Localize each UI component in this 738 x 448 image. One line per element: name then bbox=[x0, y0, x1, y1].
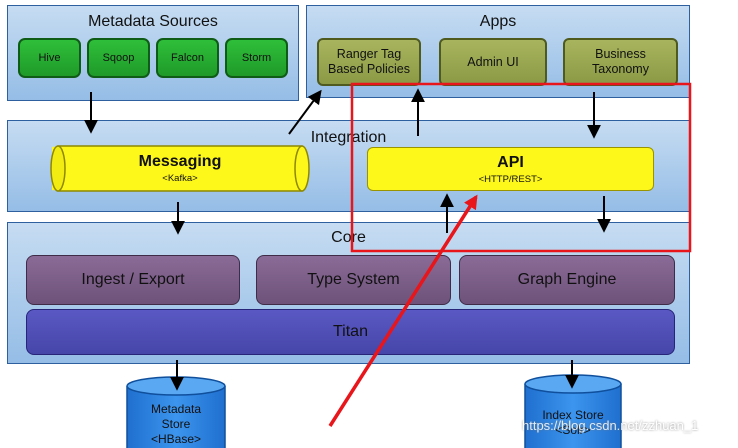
apps-title: Apps bbox=[479, 13, 517, 30]
index-store-line1: Index Store bbox=[542, 408, 604, 422]
integration-title: Integration bbox=[310, 129, 387, 146]
app-taxonomy-line2: Taxonomy bbox=[592, 62, 649, 76]
app-ranger-line1: Ranger Tag bbox=[336, 47, 402, 61]
messaging-label: Messaging bbox=[138, 153, 222, 170]
source-storm: Storm bbox=[225, 38, 288, 78]
type-system-box: Type System bbox=[256, 255, 451, 305]
index-store-line2: <Solr> bbox=[555, 423, 591, 437]
messaging-label-group: Messaging <Kafka> bbox=[52, 146, 308, 191]
integration-panel: Integration API <HTTP/REST> bbox=[7, 120, 690, 212]
metadata-sources-panel: Metadata Sources Hive Sqoop Falcon Storm bbox=[7, 5, 299, 101]
highlight-pointer-arrow bbox=[328, 194, 478, 427]
arrow-integration-to-apps bbox=[288, 89, 322, 135]
source-falcon: Falcon bbox=[156, 38, 219, 78]
source-sqoop: Sqoop bbox=[87, 38, 150, 78]
core-title: Core bbox=[331, 229, 366, 246]
highlight-rectangle bbox=[350, 82, 692, 253]
app-taxonomy-line1: Business bbox=[595, 47, 646, 61]
messaging-sub: <Kafka> bbox=[162, 173, 198, 184]
app-admin-ui-label: Admin UI bbox=[467, 54, 519, 69]
metadata-store-line2: Store bbox=[161, 417, 191, 431]
api-sub: <HTTP/REST> bbox=[478, 173, 543, 185]
metadata-store-label: Metadata Store <HBase> bbox=[127, 402, 225, 447]
watermark: https://blog.csdn.net/zzhuan_1 bbox=[522, 418, 699, 433]
app-ranger-line2: Based Policies bbox=[328, 62, 410, 76]
metadata-store-line1: Metadata bbox=[150, 402, 202, 416]
api-box: API <HTTP/REST> bbox=[367, 147, 654, 191]
metadata-store-line3: <HBase> bbox=[150, 432, 202, 446]
apps-panel: Apps Ranger Tag Based Policies Admin UI … bbox=[306, 5, 690, 98]
core-panel: Core Ingest / Export Type System Graph E… bbox=[7, 222, 690, 364]
messaging-cylinder bbox=[50, 145, 310, 192]
api-label: API bbox=[497, 153, 524, 171]
flow-arrows bbox=[84, 88, 611, 391]
metadata-sources-title: Metadata Sources bbox=[88, 13, 218, 30]
ingest-export-box: Ingest / Export bbox=[26, 255, 240, 305]
app-ranger-tag-policies: Ranger Tag Based Policies bbox=[317, 38, 421, 86]
graph-engine-box: Graph Engine bbox=[459, 255, 675, 305]
metadata-store-cylinder bbox=[126, 376, 226, 448]
index-store-label: Index Store <Solr> bbox=[525, 408, 621, 438]
source-hive: Hive bbox=[18, 38, 81, 78]
titan-box: Titan bbox=[26, 309, 675, 355]
